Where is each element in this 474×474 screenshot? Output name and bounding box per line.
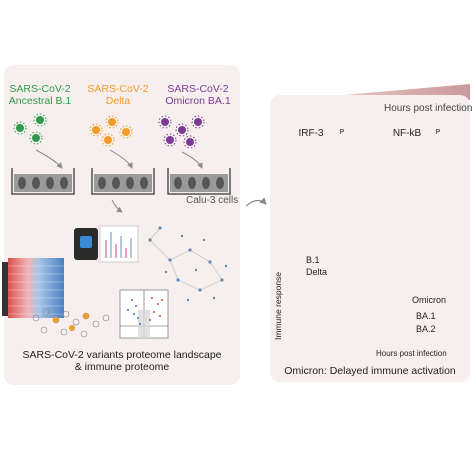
cell-wells <box>11 168 231 195</box>
heatmap-icon <box>2 258 64 318</box>
cells-label: Calu-3 cells <box>186 195 239 206</box>
variant-ancestral-label: SARS-CoV-2 Ancestral B.1 <box>8 83 72 107</box>
transition-arrow <box>245 197 267 207</box>
variant-delta-label: SARS-CoV-2 Delta <box>87 83 149 107</box>
immune-caption: Omicron: Delayed immune activation <box>284 365 456 377</box>
infection-arrows <box>35 149 203 169</box>
irf3-phospho-badge: P <box>339 129 345 136</box>
legend-delta: Delta <box>306 267 328 277</box>
time-header: Hours post infection <box>384 103 473 114</box>
protein-network-icon <box>148 226 228 302</box>
legend-ba1: BA.1 <box>416 311 436 321</box>
virus-icons-delta <box>89 115 133 147</box>
legend-ba2: BA.2 <box>416 324 436 334</box>
y-axis-label: Immune response <box>273 271 283 340</box>
nfkb-phospho-badge: P <box>435 129 441 136</box>
mass-spec-instrument-icon <box>74 228 98 260</box>
x-axis-label: Hours post infection <box>376 349 447 358</box>
virus-icons-ancestral <box>13 113 47 145</box>
immune-activation-panel <box>270 95 470 382</box>
legend-b1: B.1 <box>306 255 320 265</box>
nfkb-label: NF-kB <box>392 128 422 139</box>
proteome-caption: SARS-CoV-2 variants proteome landscape &… <box>22 349 222 373</box>
variant-omicron-label: SARS-CoV-2 Omicron BA.1 <box>165 83 231 107</box>
spectrum-plot-icon <box>99 225 139 263</box>
virus-icons-omicron <box>158 115 205 149</box>
analysis-arrow <box>111 199 123 213</box>
irf3-label: IRF-3 <box>298 128 324 139</box>
cluster-graph-icon <box>32 308 110 338</box>
legend-omicron: Omicron <box>412 295 447 305</box>
volcano-plot-icon <box>119 289 169 339</box>
